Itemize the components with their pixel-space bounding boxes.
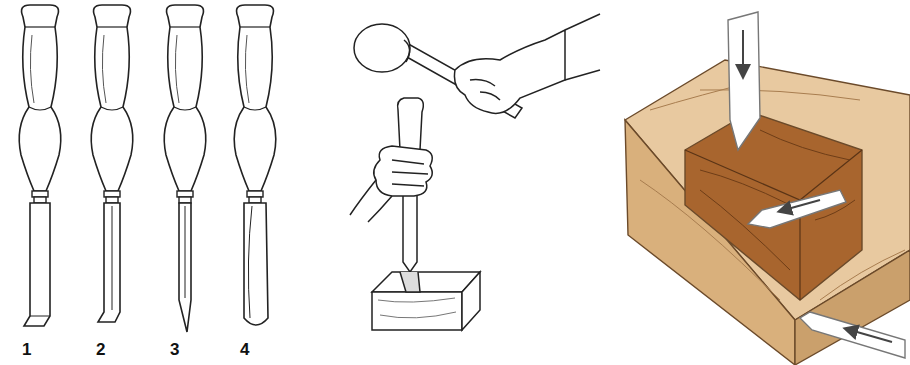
callout-number: 4	[240, 340, 249, 360]
recess-scene	[625, 12, 910, 365]
skew-chisel	[164, 5, 206, 332]
flat-chisel	[19, 5, 61, 326]
narrow-chisel	[91, 5, 133, 322]
callout-number: 2	[96, 340, 105, 360]
callout-number: 1	[22, 340, 31, 360]
callout-number: 3	[170, 340, 179, 360]
mallet-scene	[350, 14, 600, 330]
gouge-chisel	[234, 5, 276, 325]
